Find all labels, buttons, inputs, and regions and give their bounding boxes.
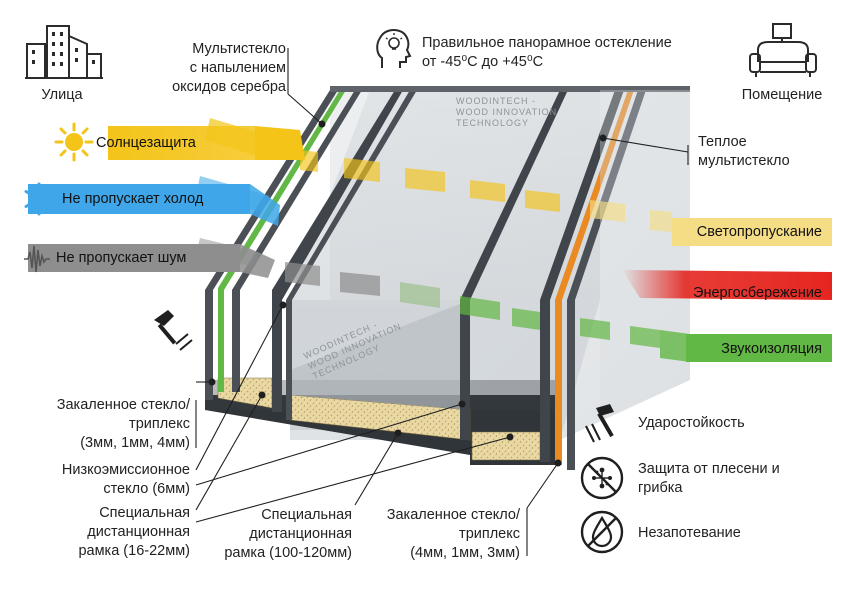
panorama-line-2: от -45⁰С до +45⁰С xyxy=(422,54,544,70)
callout-spacer-small: Специальная дистанционная рамка (16-22мм… xyxy=(10,504,190,561)
callout-spacer-large: Специальная дистанционная рамка (100-120… xyxy=(196,506,352,563)
callout-low-e: Низкоэмиссионное стекло (6мм) xyxy=(10,461,190,499)
callout-low-e-1: Низкоэмиссионное xyxy=(61,462,190,478)
watermark-line-1: WOODINTECH - xyxy=(456,96,536,106)
callout-tempered-right: Закаленное стекло/ триплекс (4мм, 1мм, 3… xyxy=(360,506,520,563)
callout-low-e-2: стекло (6мм) xyxy=(103,481,190,497)
snowflake-icon xyxy=(24,182,54,216)
watermark-line-3: TECHNOLOGY xyxy=(456,118,530,128)
callout-warm-glass: Теплое мультистекло xyxy=(698,133,790,171)
panorama-line-1: Правильное панорамное остекление xyxy=(422,35,672,51)
room-label: Помещение xyxy=(741,87,823,103)
feature-sun-protection: Солнцезащита xyxy=(96,135,196,151)
callout-tempered-left-3: (3мм, 1мм, 4мм) xyxy=(80,435,190,451)
sun-icon xyxy=(54,122,94,162)
feature-noise-block: Не пропускает шум xyxy=(56,250,187,266)
callout-multiglass-3: оксидов серебра xyxy=(172,79,286,95)
callout-spacer-small-1: Специальная xyxy=(99,505,190,521)
callout-multiglass-1: Мультистекло xyxy=(192,41,286,57)
panorama-title: Правильное панорамное остекление от -45⁰… xyxy=(422,34,672,72)
callout-tempered-right-1: Закаленное стекло/ xyxy=(386,507,520,523)
callout-spacer-large-1: Специальная xyxy=(261,507,352,523)
hammer-icon-left xyxy=(154,310,193,351)
sound-wave-icon xyxy=(24,245,50,273)
street-label: Улица xyxy=(41,87,83,103)
callout-spacer-large-3: рамка (100-120мм) xyxy=(224,545,352,561)
head-idea-icon xyxy=(376,29,412,68)
callout-spacer-small-3: рамка (16-22мм) xyxy=(78,543,190,559)
watermark-line-2: WOOD INNOVATION xyxy=(456,107,558,117)
feature-energy-saving: Энергосбережение xyxy=(693,285,822,301)
callout-warm-glass-1: Теплое xyxy=(698,134,747,150)
feature-light-transmission: Светопропускание xyxy=(696,224,822,240)
callout-tempered-left-1: Закаленное стекло/ xyxy=(56,397,190,413)
callout-tempered-right-2: триплекс xyxy=(459,526,520,542)
callout-tempered-left: Закаленное стекло/ триплекс (3мм, 1мм, 4… xyxy=(10,396,190,453)
callout-multiglass: Мультистекло с напылением оксидов серебр… xyxy=(140,40,286,97)
feature-cold-block: Не пропускает холод xyxy=(62,191,204,207)
callout-spacer-large-2: дистанционная xyxy=(249,526,352,542)
callout-tempered-left-2: триплекс xyxy=(129,416,190,432)
callout-tempered-right-3: (4мм, 1мм, 3мм) xyxy=(410,545,520,561)
callout-warm-glass-2: мультистекло xyxy=(698,153,790,169)
feature-mold-protection: Защита от плесени и грибка xyxy=(638,461,780,496)
feature-impact-resistance: Ударостойкость xyxy=(638,415,745,431)
callout-spacer-small-2: дистанционная xyxy=(87,524,190,540)
no-fog-icon xyxy=(580,510,624,554)
city-buildings-icon xyxy=(25,25,103,79)
watermark: WOODINTECH - WOOD INNOVATION TECHNOLOGY xyxy=(456,96,557,129)
hammer-icon xyxy=(585,404,614,443)
feature-anti-fog: Незапотевание xyxy=(638,525,741,541)
feature-sound-insulation: Звукоизоляция xyxy=(721,341,822,357)
sofa-icon xyxy=(749,23,817,77)
callout-multiglass-2: с напылением xyxy=(189,60,286,76)
mold-icon xyxy=(580,456,624,500)
